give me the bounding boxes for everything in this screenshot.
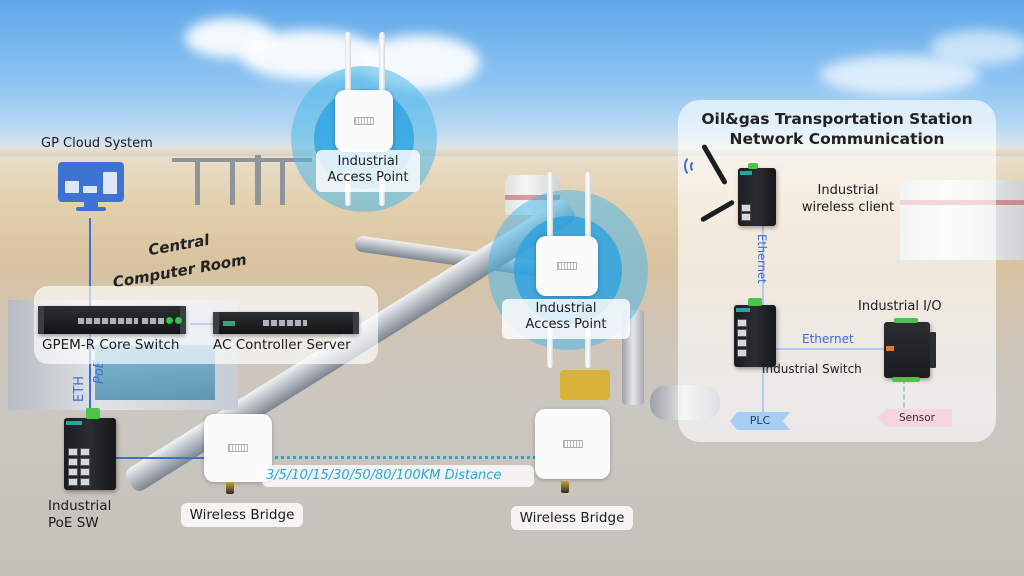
industrial-switch-label: Industrial Switch (762, 362, 862, 376)
wireless-client-label-line2: wireless client (801, 200, 895, 215)
equipment-skid (560, 370, 610, 400)
poe-switch-label-line2: PoE SW (48, 515, 99, 531)
panel-title-line1: Oil&gas Transportation Station (701, 110, 973, 128)
gantry-leg (230, 160, 235, 205)
sensor-tag: Sensor (876, 409, 952, 427)
industrial-io-icon[interactable] (884, 318, 936, 382)
poe-switch-label-line1: Industrial (48, 498, 112, 514)
gantry-leg (195, 160, 200, 205)
ethernet-vertical-label: Ethernet (755, 234, 769, 284)
gantry-leg (280, 160, 285, 205)
bridge-distance-label: 3/5/10/15/30/50/80/100KM Distance (262, 465, 534, 487)
core-switch-label: GPEM-R Core Switch (42, 337, 180, 353)
wireless-client-label-line1: Industrial (817, 183, 879, 198)
wireless-bridge-left-label: Wireless Bridge (181, 503, 303, 527)
gantry-beam (172, 158, 312, 162)
cloud-system-label: GP Cloud System (41, 136, 153, 151)
station-panel (678, 100, 996, 442)
poe-switch-icon[interactable] (64, 408, 116, 490)
industrial-io-label: Industrial I/O (858, 299, 942, 314)
access-point-left-label-line2: Access Point (327, 169, 409, 185)
industrial-switch-icon[interactable] (734, 298, 776, 367)
gantry-leg (255, 155, 261, 205)
ac-controller-label: AC Controller Server (213, 337, 351, 353)
access-point-center-label: Industrial Access Point (502, 299, 630, 339)
horizon (0, 146, 1024, 156)
access-point-center-label-line1: Industrial (535, 301, 597, 316)
access-point-left-label: Industrial Access Point (316, 150, 420, 192)
wireless-bridge-right-label: Wireless Bridge (511, 506, 633, 530)
access-point-left-label-line1: Industrial (337, 154, 399, 169)
eth-link-label: ETH (72, 376, 87, 402)
wireless-bridge-link (258, 456, 536, 459)
core-switch-icon[interactable] (38, 306, 186, 334)
plc-tag: PLC (730, 412, 790, 430)
ac-controller-icon[interactable] (213, 312, 359, 334)
access-point-center-label-line2: Access Point (525, 316, 607, 332)
link-poe-to-bridge (116, 457, 206, 459)
panel-title-line2: Network Communication (729, 130, 945, 148)
ethernet-horizontal-label: Ethernet (802, 332, 854, 346)
cloud (930, 30, 1024, 65)
